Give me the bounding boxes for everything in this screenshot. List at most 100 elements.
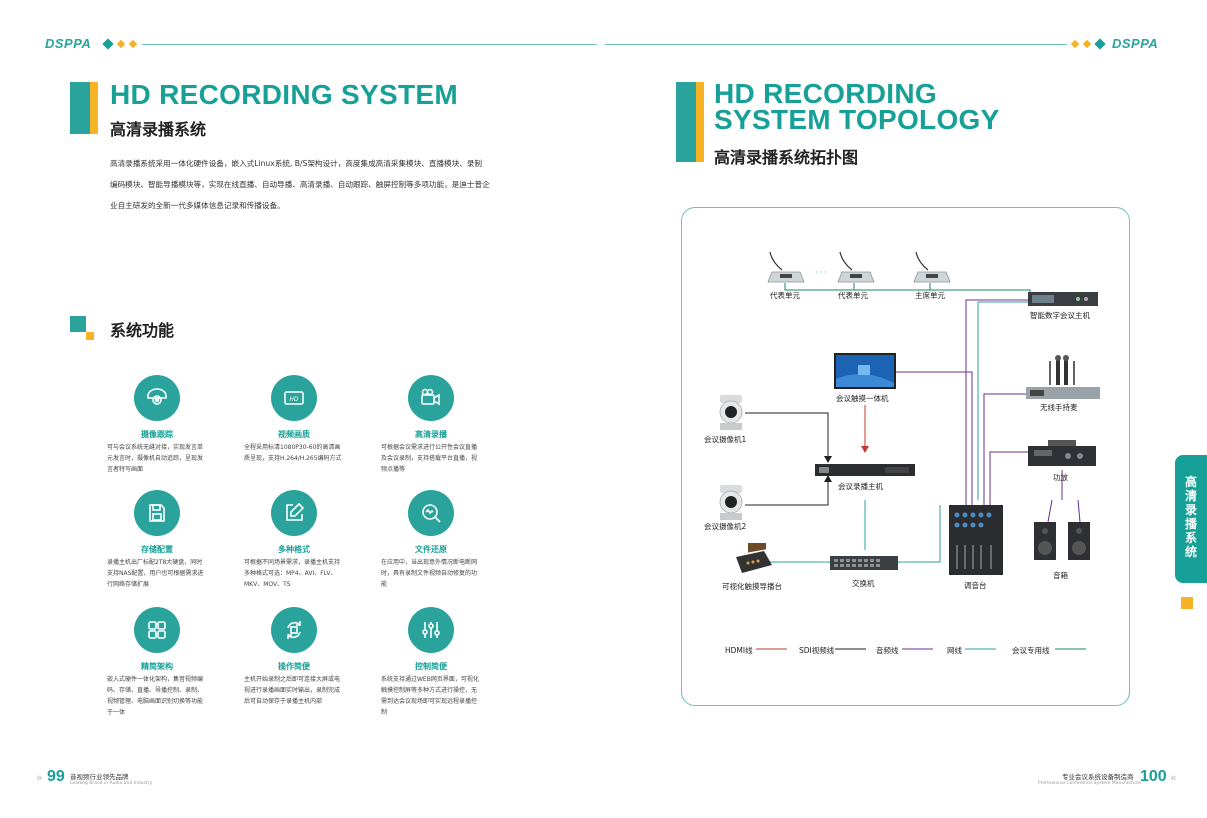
feature-title: 视频画质 xyxy=(278,430,310,439)
topology-diagram-frame xyxy=(681,207,1130,706)
legend-hdmi-label: HDMI线 xyxy=(725,646,753,655)
page-number-right: 100 xyxy=(1140,768,1167,785)
header-divider-right xyxy=(605,44,1067,45)
feature-desc: 可根据不同场景需求，录播主机支持多种格式可选：MP4、AVI、FLV、MKV、M… xyxy=(244,559,341,588)
director-console-icon xyxy=(736,543,772,573)
feature-title: 控制简便 xyxy=(415,662,447,671)
network-switch-icon xyxy=(830,556,898,570)
chairman-unit-icon xyxy=(913,251,951,283)
sliders-icon xyxy=(408,607,454,653)
chevron-right-icon: » xyxy=(36,771,43,784)
feature-card: 高清录播 可根据会议需求进行公开性会议直播及会议录制，支持搭载平台直播，视频点播… xyxy=(381,375,481,475)
speaker-label: 音箱 xyxy=(1053,571,1068,580)
feature-title: 精简架构 xyxy=(141,662,173,671)
feature-card: HD 视频画质 全程采用标清1080P30-60的高清画质呈现，支持H.264/… xyxy=(244,375,344,464)
conference-camera-label: 会议摄像机2 xyxy=(704,522,747,531)
header-divider-left xyxy=(142,44,597,45)
feature-title: 操作简便 xyxy=(278,662,310,671)
title-accent-bar-orange xyxy=(90,82,98,134)
page-title-en: HD RECORDING SYSTEM xyxy=(110,79,458,110)
feature-desc: 可根据会议需求进行公开性会议直播及会议录制，支持搭载平台直播，视频点播等 xyxy=(381,444,478,473)
page-title-cn: 高清录播系统 xyxy=(110,120,207,139)
camera-tracking-icon xyxy=(134,375,180,421)
intro-line: 业自主研发的全新一代多媒体信息记录和传播设备。 xyxy=(110,201,285,210)
chairman-unit-label: 主席单元 xyxy=(915,291,945,300)
search-restore-icon xyxy=(408,490,454,536)
footer-en-left: Leading Brand in Audio and Industry xyxy=(70,781,153,786)
legend-audio-label: 音频线 xyxy=(876,646,899,655)
feature-title: 存储配置 xyxy=(141,545,173,554)
feature-desc: 主机开始录制之后即可连接大屏或电视进行录播画面实时输出，录制完成后可自动保存于录… xyxy=(244,676,341,705)
conference-camera-label: 会议摄像机1 xyxy=(704,435,747,444)
features-heading: 系统功能 xyxy=(110,321,175,340)
page-title-en-line1: HD RECORDING xyxy=(714,78,937,109)
page-title-en-line2: SYSTEM TOPOLOGY xyxy=(714,104,1000,135)
feature-card: 精简架构 嵌入式硬件一体化架构，集音视频编码、存储、直播、导播控制、录制、视频管… xyxy=(107,607,207,718)
svg-text:HD: HD xyxy=(289,396,299,403)
brand-logo-left: DSPPA xyxy=(45,36,92,51)
side-tab-marker xyxy=(1181,597,1193,609)
feature-card: 存储配置 录播主机出厂标配2T8大硬盘，同时支持NAS配置，用户也可根据需求进行… xyxy=(107,490,207,590)
section-marker xyxy=(70,316,86,332)
save-disk-icon xyxy=(134,490,180,536)
video-camera-icon xyxy=(408,375,454,421)
feature-card: 操作简便 主机开始录制之后即可连接大屏或电视进行录播画面实时输出，录制完成后可自… xyxy=(244,607,344,707)
conference-camera-icon xyxy=(719,485,743,520)
brand-logo-right: DSPPA xyxy=(1112,36,1159,51)
feature-desc: 在应用中，当出现意外情况断电断网时，具有录制文件视频自动修复的功能 xyxy=(381,559,478,588)
conference-host-label: 智能数字会议主机 xyxy=(1030,311,1090,320)
recording-host-label: 会议录播主机 xyxy=(838,482,883,491)
mixer-icon xyxy=(949,505,1003,575)
touch-panel-label: 会议触摸一体机 xyxy=(836,394,889,403)
sync-icon xyxy=(271,607,317,653)
mixer-label: 调音台 xyxy=(964,581,987,590)
conference-host-icon xyxy=(1028,292,1098,306)
title-accent-bar xyxy=(70,82,90,134)
amplifier-icon xyxy=(1028,440,1096,466)
ellipsis-label: · · · xyxy=(815,268,827,277)
legend-network-label: 网线 xyxy=(947,646,962,655)
feature-title: 多种格式 xyxy=(278,545,310,554)
feature-title: 高清录播 xyxy=(415,430,447,439)
section-marker-orange xyxy=(86,332,94,340)
wireless-mic-label: 无线手持麦 xyxy=(1040,403,1078,412)
hd-video-icon: HD xyxy=(271,375,317,421)
title-accent-bar xyxy=(676,82,696,162)
page-number-left: 99 xyxy=(47,768,65,785)
speaker-icon xyxy=(1034,522,1090,560)
footer-en-right: Professional Conference System Manufactu… xyxy=(1038,781,1142,786)
amplifier-label: 功放 xyxy=(1053,473,1068,482)
delegate-unit-label: 代表单元 xyxy=(838,291,868,300)
feature-desc: 可与会议系统无缝对接，实现发言单元发言时，摄像机自动追踪，呈现发言者特写画面 xyxy=(107,444,204,473)
touch-panel-icon xyxy=(834,353,896,389)
director-console-label: 可视化触摸导播台 xyxy=(722,582,782,591)
feature-card: 文件还原 在应用中，当出现意外情况断电断网时，具有录制文件视频自动修复的功能 xyxy=(381,490,481,590)
side-tab-label: 高清录播系统 xyxy=(1184,475,1197,559)
intro-line: 编码模块、智能导播模块等，实现在线直播、自动导播、高清录播、自动跟踪、触屏控制等… xyxy=(110,180,490,189)
feature-card: 多种格式 可根据不同场景需求，录播主机支持多种格式可选：MP4、AVI、FLV、… xyxy=(244,490,344,590)
feature-card: 摄像跟踪 可与会议系统无缝对接，实现发言单元发言时，摄像机自动追踪，呈现发言者特… xyxy=(107,375,207,475)
edit-icon xyxy=(271,490,317,536)
feature-card: 控制简便 系统支持通过WEB网页界面，可视化触摸控制屏等多种方式进行操控，无需到… xyxy=(381,607,481,718)
feature-desc: 嵌入式硬件一体化架构，集音视频编码、存储、直播、导播控制、录制、视频管理、电脑画… xyxy=(107,676,204,716)
legend-sdi-label: SDI视频线 xyxy=(799,646,835,655)
feature-desc: 录播主机出厂标配2T8大硬盘，同时支持NAS配置，用户也可根据需求进行网络存储扩… xyxy=(107,559,204,588)
chevron-left-icon: « xyxy=(1170,771,1177,784)
feature-title: 文件还原 xyxy=(415,545,447,554)
page-title-cn-right: 高清录播系统拓扑图 xyxy=(714,148,859,167)
footer-cn-right: 专业会议系统设备制造商 xyxy=(1062,773,1134,781)
delegate-unit-icon xyxy=(837,251,875,283)
delegate-unit-icon xyxy=(767,251,805,283)
grid-apps-icon xyxy=(134,607,180,653)
intro-line: 高清录播系统采用一体化硬件设备，嵌入式Linux系统, B/S架构设计，高度集成… xyxy=(110,159,482,168)
feature-desc: 全程采用标清1080P30-60的高清画质呈现，支持H.264/H.265编码方… xyxy=(244,444,342,462)
title-accent-bar-orange xyxy=(696,82,704,162)
conference-camera-icon xyxy=(719,395,743,430)
footer-cn-left: 音视频行业领先品牌 xyxy=(70,773,129,781)
section-side-tab: 高清录播系统 xyxy=(1175,455,1207,583)
legend-conference-line-label: 会议专用线 xyxy=(1012,646,1050,655)
wireless-mic-icon xyxy=(1026,355,1100,399)
feature-title: 摄像跟踪 xyxy=(141,430,173,439)
recording-host-icon xyxy=(815,464,915,476)
